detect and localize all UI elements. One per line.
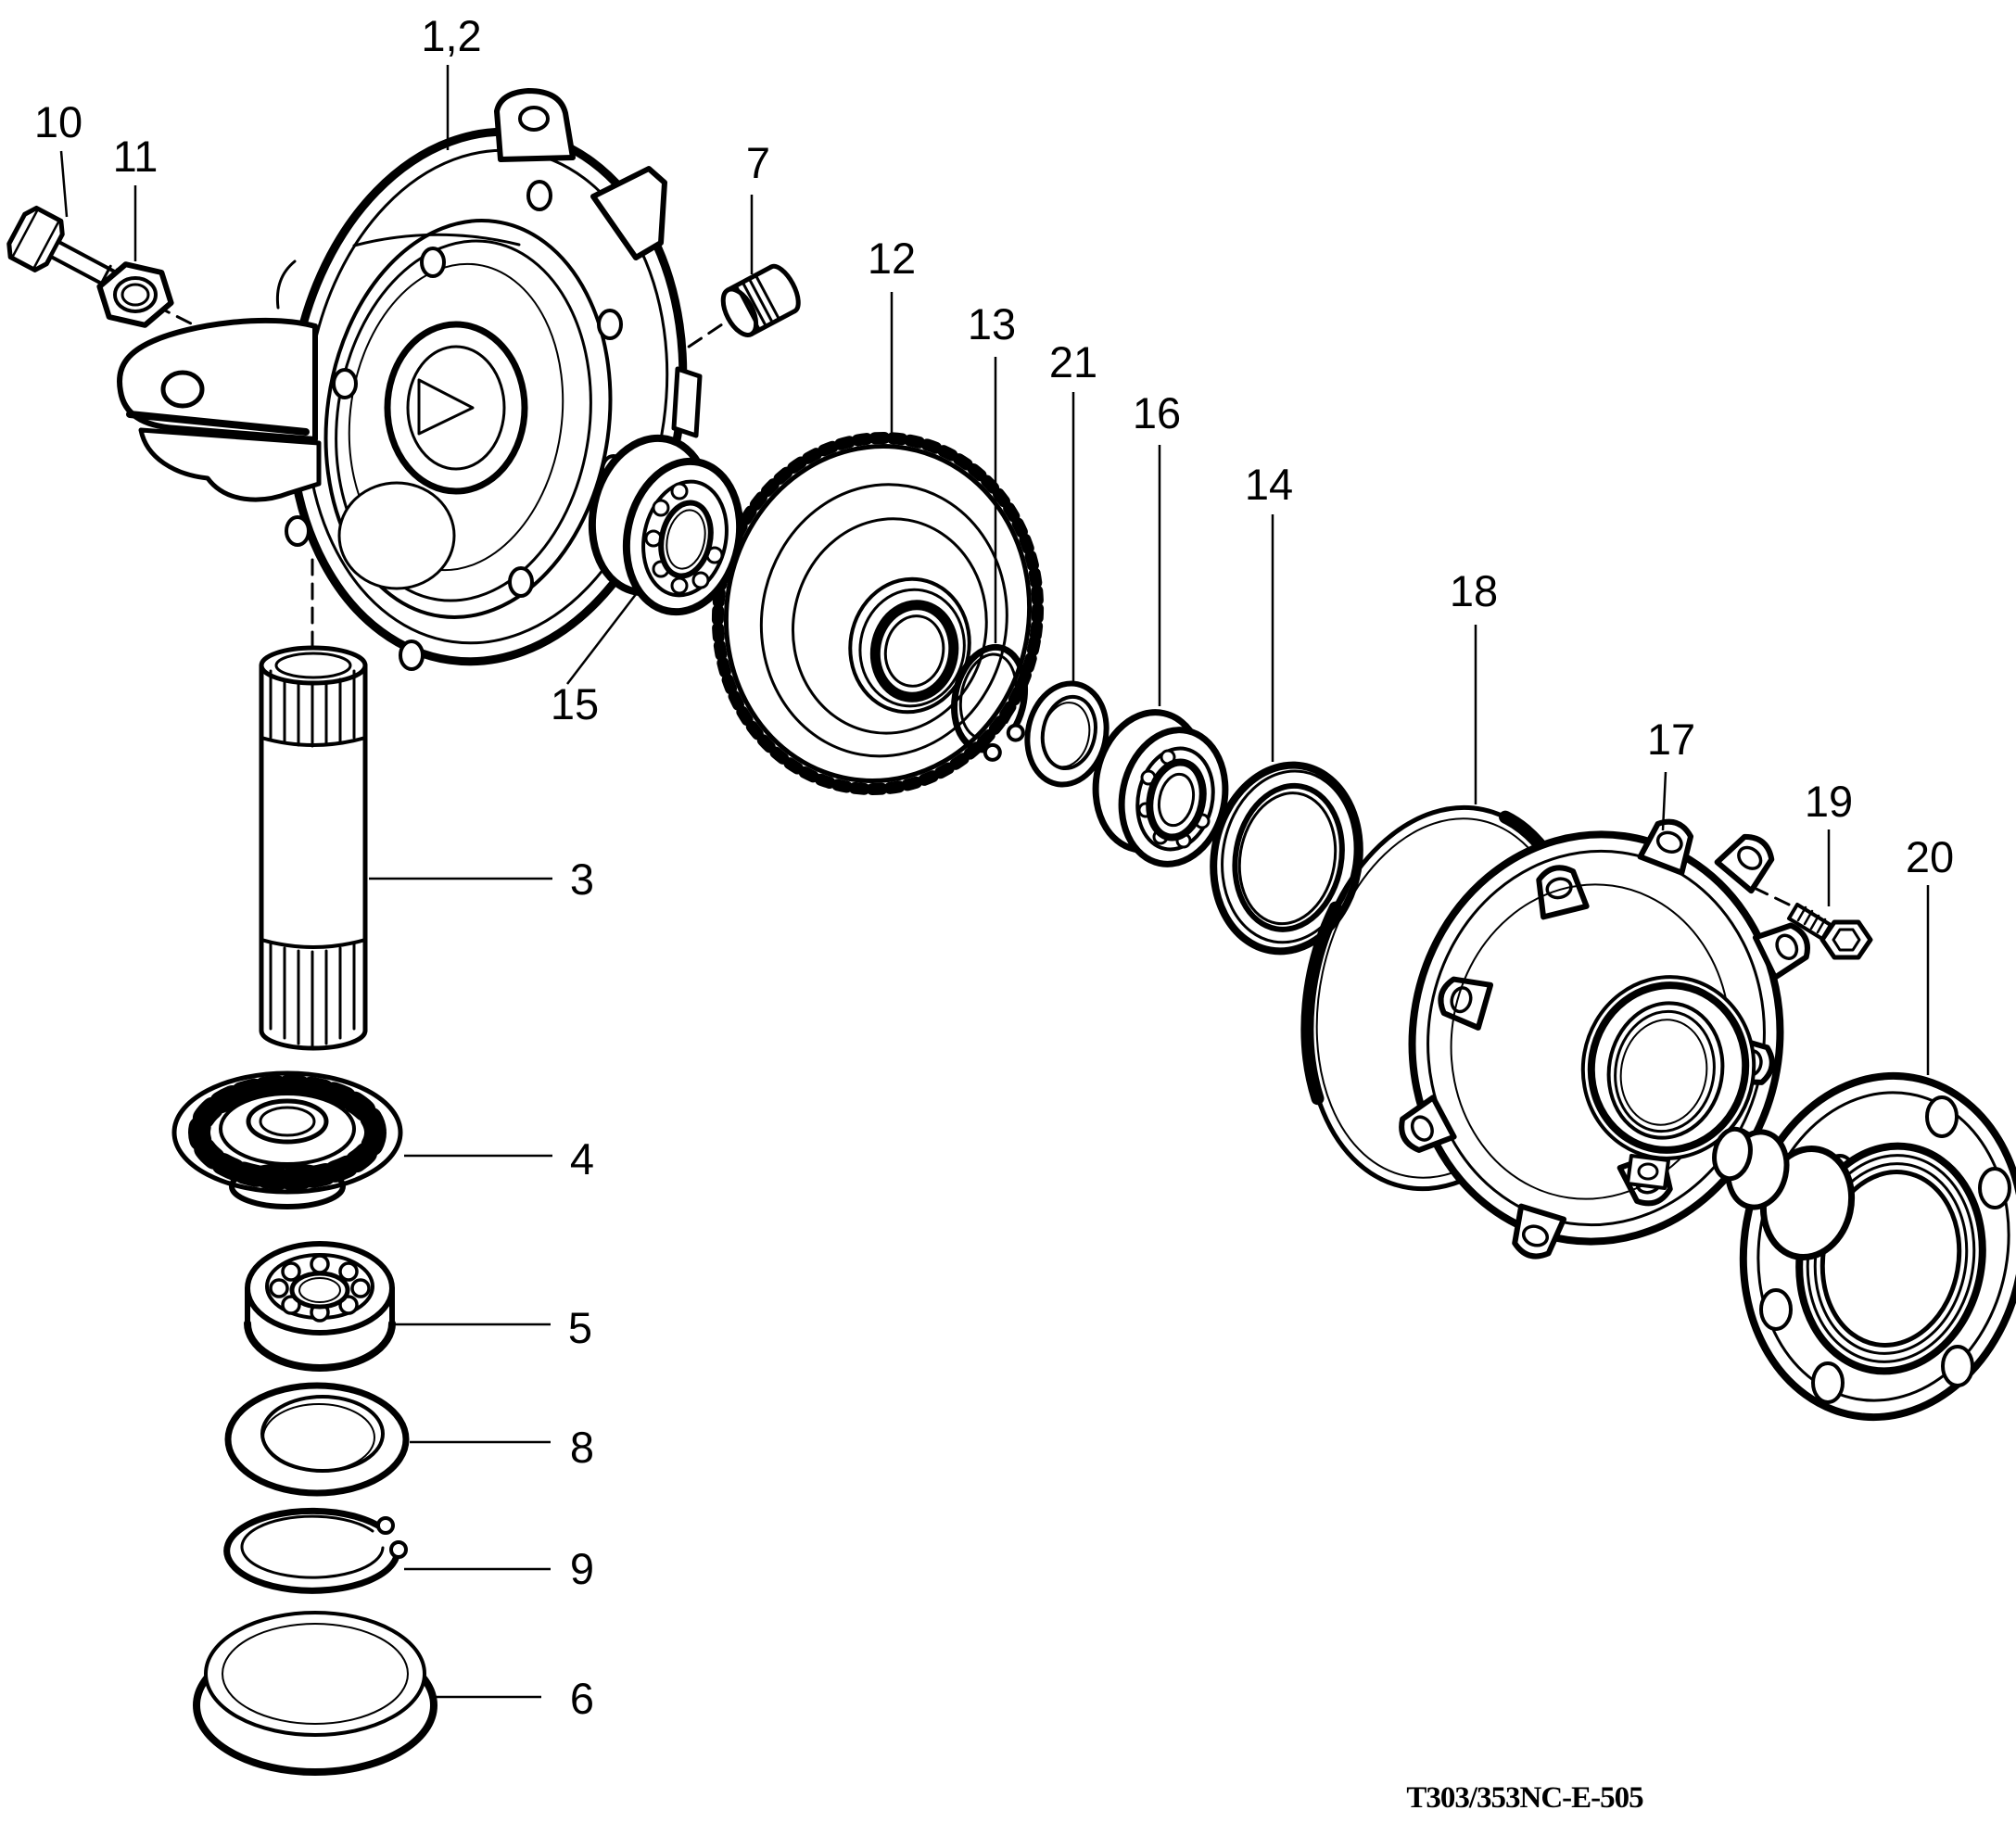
cover-boss <box>1580 975 1756 1160</box>
callout-label-19: 19 <box>1805 777 1853 826</box>
wheel-hub-20 <box>1712 1071 2016 1422</box>
drawing-code: T303/353NC-E-505 <box>1406 1781 1643 1815</box>
washer-21 <box>1024 680 1109 788</box>
callout-label-5: 5 <box>568 1303 592 1352</box>
callout-label-17: 17 <box>1647 715 1695 764</box>
cover-bolt-19 <box>1787 903 1873 960</box>
hub-shaft-boss <box>1712 1126 1856 1261</box>
bevel-gear-4 <box>171 1070 403 1209</box>
callout-label-18: 18 <box>1450 566 1498 615</box>
callout-label-12: 12 <box>868 234 916 283</box>
washer-8 <box>224 1382 410 1497</box>
shaft-splines-bottom <box>260 938 367 1048</box>
shaft-splines-top <box>260 669 367 748</box>
callout-label-6: 6 <box>570 1674 594 1723</box>
callout-layer: 1,2 10 11 7 12 13 21 16 14 18 17 19 20 15 3 4 5 8 9 6 <box>34 11 1954 1723</box>
cover-bottom-tab <box>1626 1154 1670 1190</box>
plug-7 <box>720 263 801 337</box>
callout-leader-10 <box>59 150 69 218</box>
drive-gear-12 <box>711 432 1045 795</box>
callout-label-20: 20 <box>1906 832 1954 881</box>
callout-label-15: 15 <box>551 679 599 728</box>
hex-nut-11 <box>96 261 174 328</box>
callout-label-11: 11 <box>113 132 158 181</box>
callout-label-7: 7 <box>746 138 770 187</box>
axle-shaft-3 <box>259 645 368 1051</box>
housing-corner <box>590 166 667 260</box>
callout-leader-17 <box>1661 771 1667 831</box>
callout-label-9: 9 <box>570 1544 594 1593</box>
snap-ring-9 <box>223 1507 408 1594</box>
callout-label-8: 8 <box>570 1423 594 1472</box>
ball-bearing-5 <box>244 1241 396 1372</box>
callout-label-21: 21 <box>1049 337 1097 386</box>
ball-bearing-15 <box>588 434 744 616</box>
housing-bracket <box>117 317 318 442</box>
callout-label-10: 10 <box>34 97 82 146</box>
end-cap-6 <box>193 1611 437 1776</box>
callout-label-3: 3 <box>570 855 594 904</box>
side-cover-17 <box>1399 818 1810 1260</box>
callout-leader-15 <box>566 589 640 685</box>
callout-label-16: 16 <box>1133 388 1181 437</box>
snap-ring-13 <box>951 643 1028 762</box>
callout-label-14: 14 <box>1245 460 1293 509</box>
ball-bearing-16 <box>1092 709 1229 867</box>
callout-label-4: 4 <box>570 1134 594 1184</box>
axle-housing <box>117 88 703 671</box>
callout-label-1,2: 1,2 <box>421 11 481 60</box>
callout-label-13: 13 <box>968 299 1016 348</box>
